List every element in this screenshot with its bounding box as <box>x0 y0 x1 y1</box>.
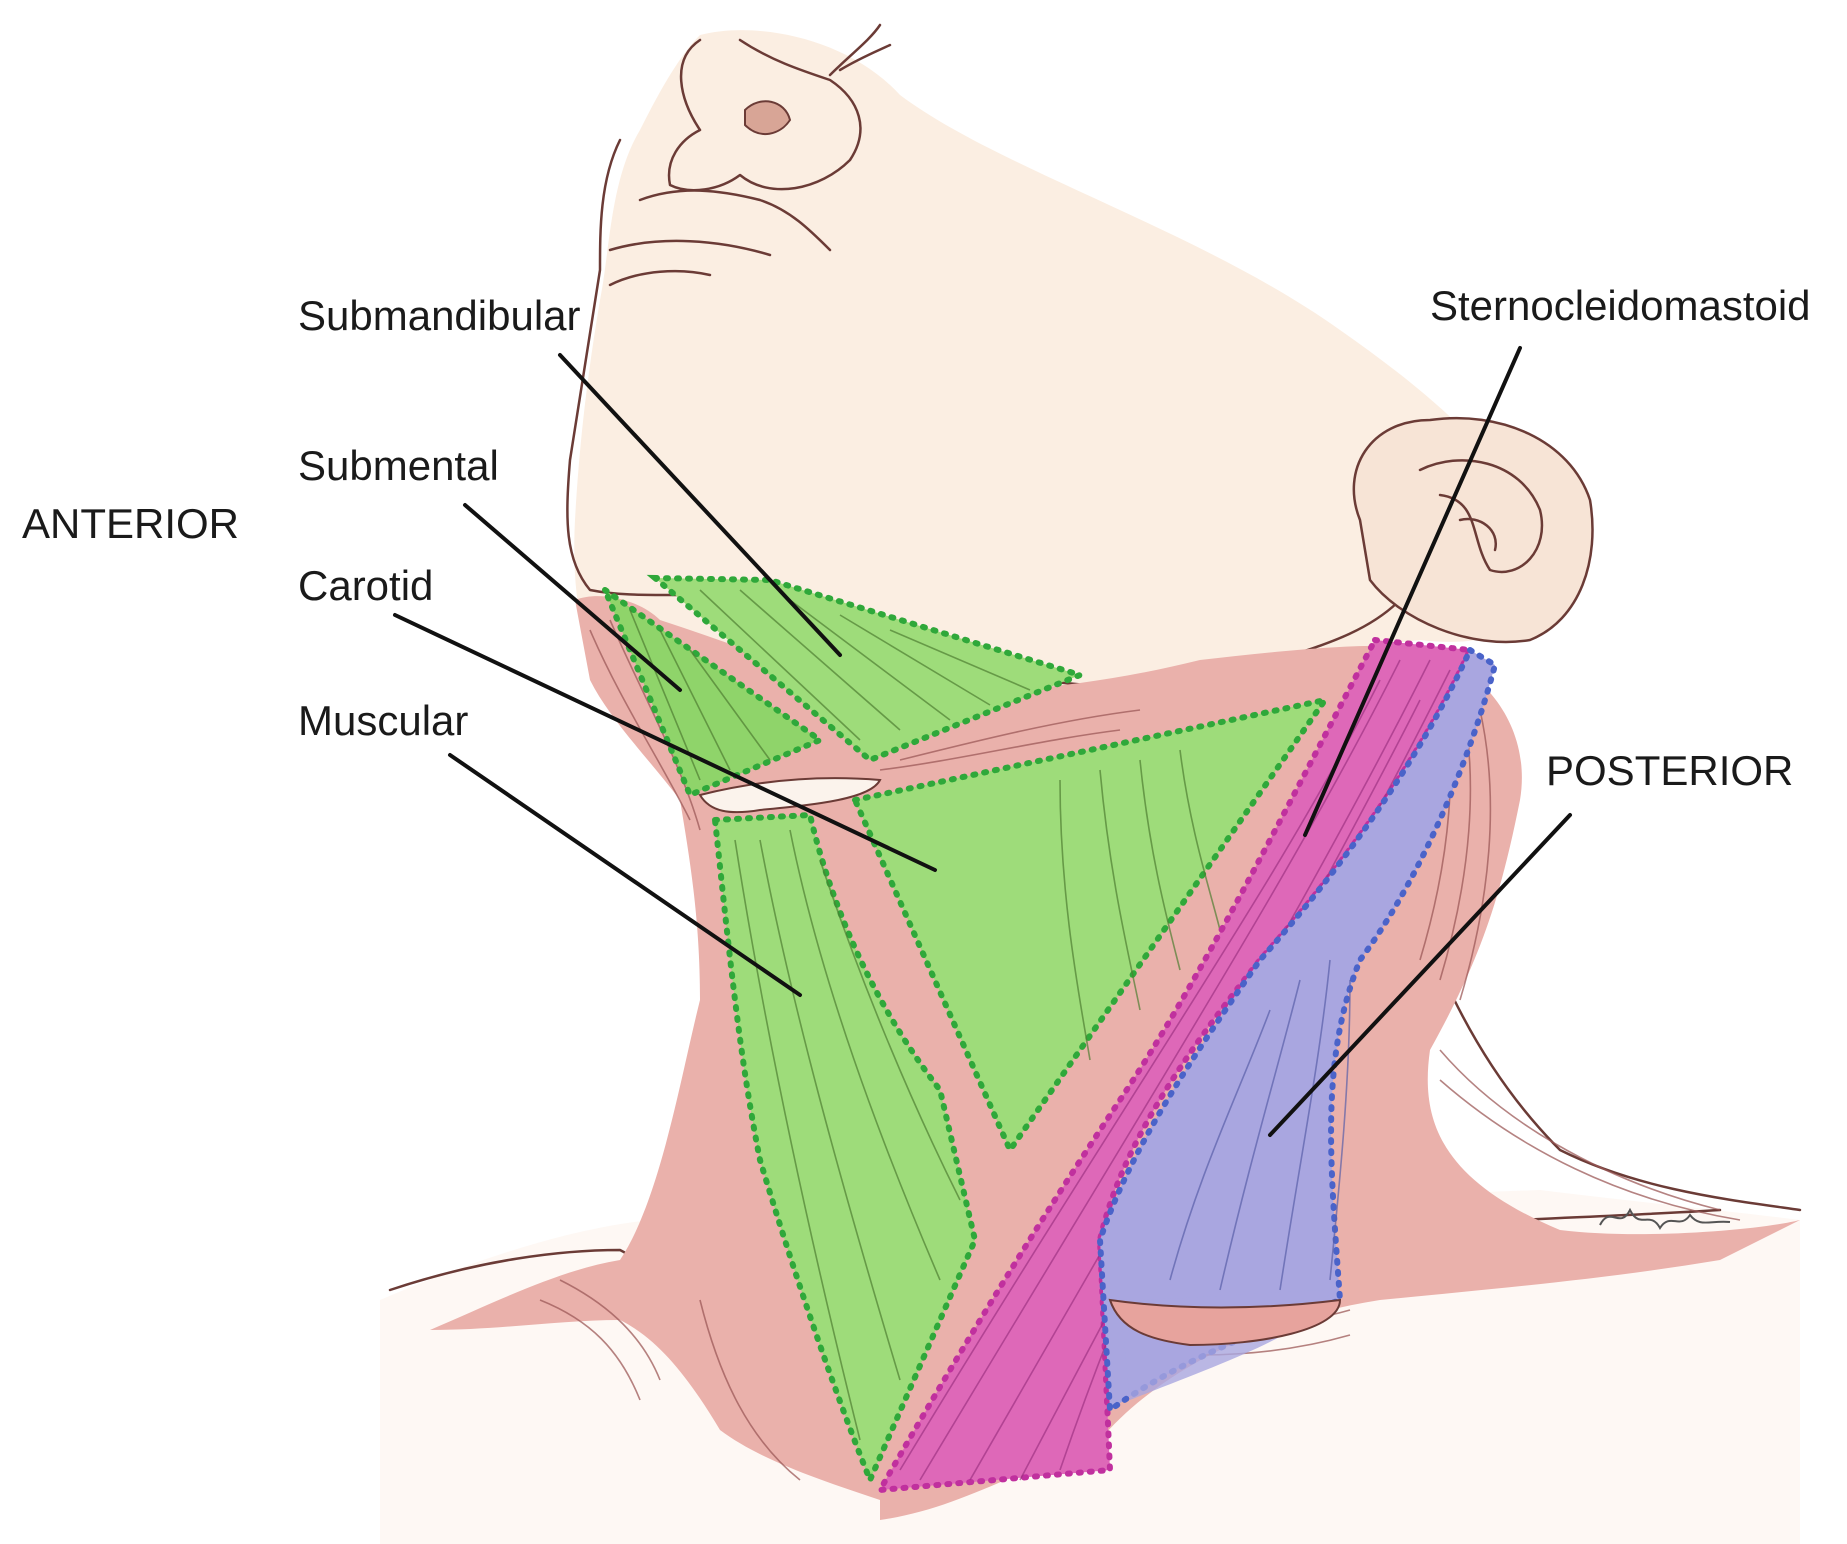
submandibular-leader <box>558 353 842 657</box>
posterior-label: POSTERIOR <box>1546 747 1793 794</box>
carotid-fibers <box>1059 749 1221 1061</box>
muscular-label: Muscular <box>298 697 468 744</box>
submental-leader <box>463 503 682 692</box>
submental-triangle <box>598 581 827 799</box>
sternocleidomastoid-leader <box>1303 346 1522 837</box>
posterior-triangle-region <box>1096 645 1499 1416</box>
carotid-leader <box>393 613 937 872</box>
anterior-label: ANTERIOR <box>22 500 239 547</box>
sternocleidomastoid-label: Sternocleidomastoid <box>1430 282 1811 329</box>
submandibular-label: Submandibular <box>298 292 581 339</box>
posterior-leader <box>1268 813 1572 1137</box>
carotid-label: Carotid <box>298 562 433 609</box>
nostril <box>744 100 792 135</box>
nose-outline <box>667 38 862 192</box>
submandibular-triangle <box>646 574 1089 764</box>
artist-signature <box>1599 1207 1731 1230</box>
eyelash <box>828 23 892 77</box>
posterior-fibers <box>1169 959 1351 1291</box>
submental-label: Submental <box>298 442 499 489</box>
submandibular-fibers <box>699 589 1031 741</box>
chin-crease <box>608 269 712 287</box>
labels: ANTERIOR Submandibular Submental Carotid… <box>22 282 1811 794</box>
lower-lip <box>608 239 772 257</box>
ear-inner <box>1418 459 1544 574</box>
leader-lines <box>393 346 1572 1137</box>
upper-lip <box>638 189 832 252</box>
carotid-triangle <box>850 695 1332 1157</box>
signature-scribble <box>1599 1207 1731 1230</box>
muscular-leader <box>448 753 802 997</box>
muscular-fibers <box>734 829 961 1441</box>
hyoid-bone <box>698 777 882 814</box>
omohyoid-belly <box>1108 1298 1342 1347</box>
